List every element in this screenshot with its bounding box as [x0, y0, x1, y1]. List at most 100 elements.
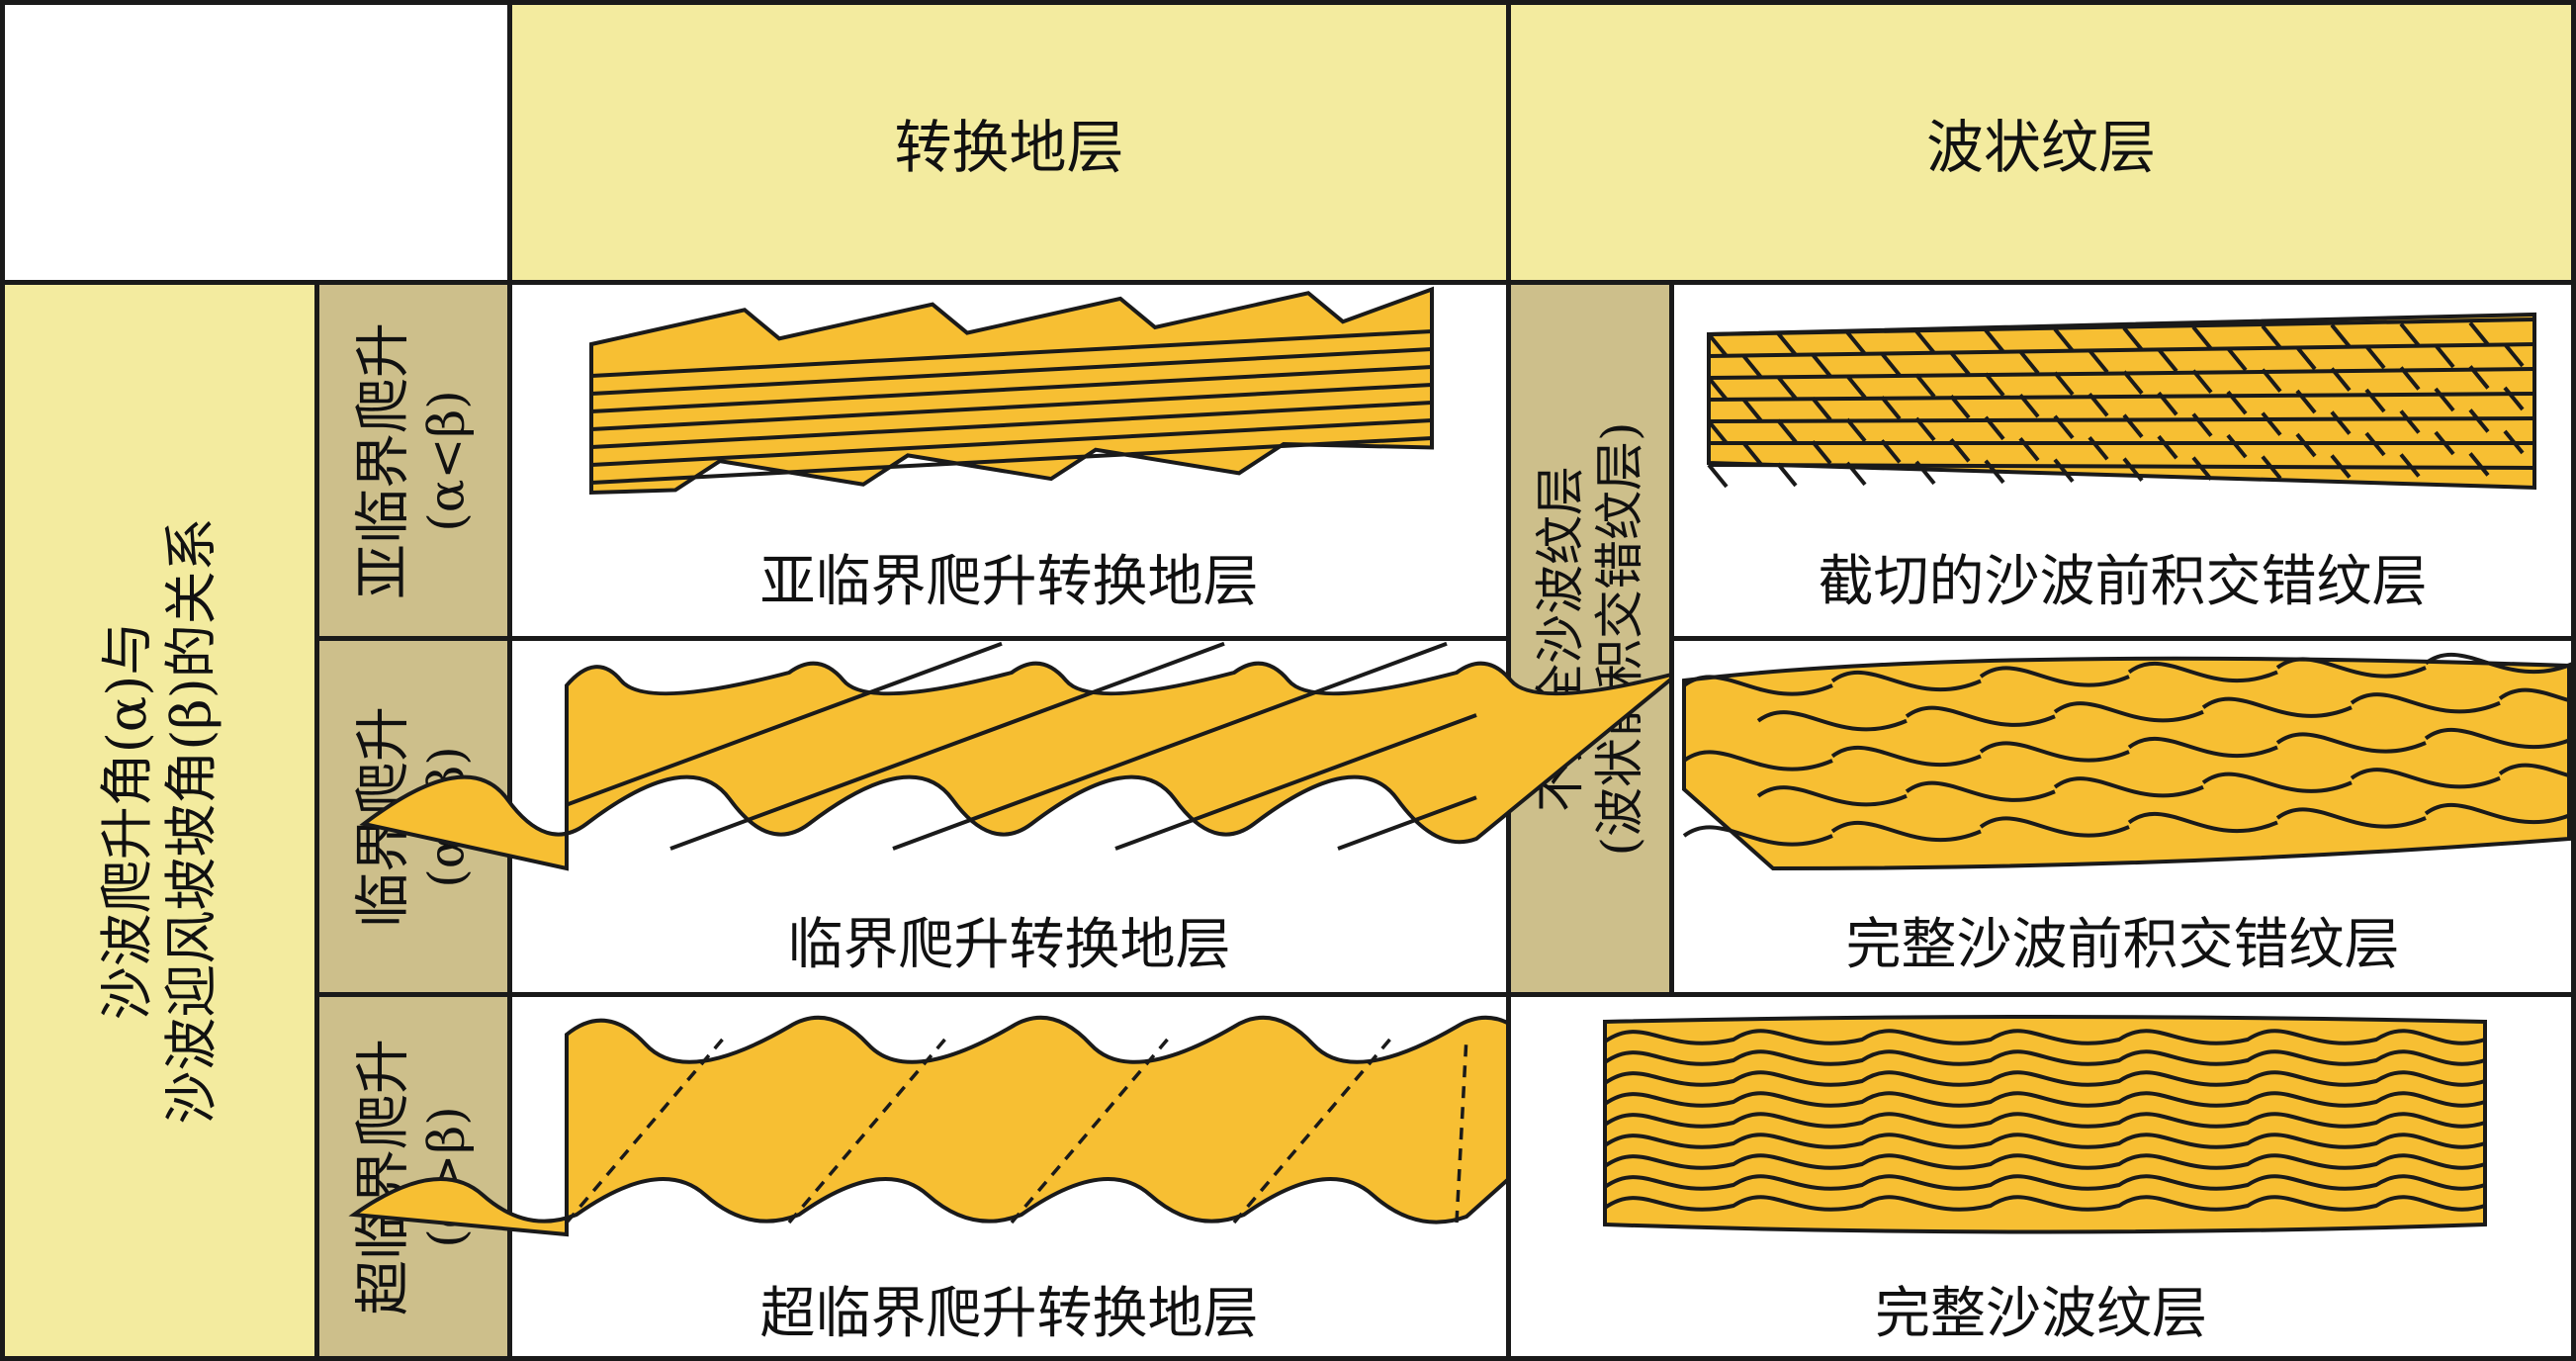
truncated-foreset	[2330, 323, 2352, 348]
truncated-foreset	[1880, 396, 1902, 420]
truncated-foreset	[1741, 441, 1763, 466]
truncated-foreset	[2364, 344, 2386, 370]
truncated-foreset	[1845, 417, 1867, 443]
cell-critical-transitional: 临界爬升转换地层	[359, 636, 1681, 997]
column-header-climbing-transitional: 转换地层	[507, 0, 1511, 285]
truncated-foreset	[1776, 375, 1798, 401]
truncated-set-boundary	[1708, 392, 2535, 402]
truncated-foreset	[1811, 397, 1832, 421]
truncated-foreset	[1880, 352, 1902, 377]
wavy-lamina	[1603, 1112, 2486, 1129]
truncated-foreset	[2364, 431, 2386, 457]
column-header-climbing-transitional-text: 转换地层	[894, 114, 1124, 181]
truncated-foreset	[1880, 439, 1902, 464]
critical-body	[359, 661, 1681, 871]
subcritical-lamina	[590, 329, 1433, 378]
wavy-lamina	[1603, 1174, 2486, 1191]
cross-lamina-set	[1756, 687, 2576, 732]
subcritical-lamina	[590, 436, 1433, 485]
truncated-foreset	[2399, 366, 2421, 391]
truncated-foreset	[2053, 371, 2075, 397]
row-label-supercritical: 超临界爬升 (α>β)	[314, 992, 512, 1361]
truncated-cross-lamination-figure	[1707, 312, 2536, 491]
caption-subcritical-transitional: 亚临界爬升转换地层	[759, 550, 1259, 614]
subcritical-lamina	[590, 383, 1433, 431]
truncated-set-boundary	[1708, 342, 2535, 358]
critical-lamina	[892, 641, 1448, 851]
truncated-foreset	[2261, 324, 2282, 349]
caption-supercritical-transitional: 超临界爬升转换地层	[759, 1282, 1259, 1346]
caption-complete-cross: 完整沙波前积交错纹层	[1845, 913, 2400, 977]
truncated-foreset	[1914, 416, 1936, 442]
truncated-foreset	[2399, 453, 2421, 478]
truncated-foreset	[2434, 343, 2455, 369]
supercritical-body	[348, 1015, 1681, 1237]
truncated-foreset	[1776, 418, 1798, 444]
truncated-foreset	[2364, 388, 2386, 413]
truncated-foreset	[2295, 389, 2317, 414]
truncated-foreset	[2018, 394, 2040, 418]
caption-complete-wavy: 完整沙波纹层	[1875, 1282, 2207, 1346]
truncated-foreset	[2295, 432, 2317, 458]
wavy-lamina	[1603, 1153, 2486, 1170]
row-group-label-line1: 沙波爬升角(α)与	[95, 621, 158, 1020]
truncated-foreset	[1914, 460, 1936, 486]
truncated-foreset	[1741, 354, 1763, 379]
truncated-foreset	[2468, 321, 2490, 346]
truncated-foreset	[1707, 332, 1729, 358]
truncated-foreset	[2330, 367, 2352, 392]
truncated-foreset	[2503, 386, 2525, 411]
wavy-subgroup-label-line2: (波状前积交错纹层)	[1591, 420, 1648, 857]
truncated-foreset	[2434, 387, 2455, 412]
subcritical-lamina	[590, 347, 1433, 396]
truncated-foreset	[2018, 437, 2040, 462]
truncated-foreset	[1984, 328, 2005, 354]
truncated-foreset	[2122, 370, 2144, 395]
truncated-foreset	[2399, 409, 2421, 434]
truncated-foreset	[2399, 322, 2421, 347]
truncated-foreset	[1707, 419, 1729, 445]
row-label-subcritical-text: 亚临界爬升 (α<β)	[350, 322, 476, 599]
truncated-foreset	[1741, 398, 1763, 422]
subcritical-lamina	[590, 365, 1433, 413]
truncated-foreset	[2122, 326, 2144, 351]
truncated-foreset	[2261, 411, 2282, 436]
truncated-foreset	[2468, 408, 2490, 433]
wavy-lamina	[1603, 1133, 2486, 1149]
truncated-foreset	[2191, 369, 2213, 394]
truncated-foreset	[1707, 376, 1729, 402]
wavy-lamina	[1603, 1091, 2486, 1108]
critical-lamina	[1114, 713, 1477, 851]
truncated-foreset	[1914, 329, 1936, 355]
truncated-foreset	[1949, 395, 1971, 419]
wavy-lamina	[1603, 1070, 2486, 1087]
truncated-foreset	[2226, 390, 2248, 415]
truncated-foreset	[2226, 346, 2248, 372]
wavy-subgroup-label-text: 不完全沙波纹层 (波状前积交错纹层)	[1531, 421, 1649, 856]
critical-lamina	[669, 641, 1225, 851]
truncated-foreset	[2261, 368, 2282, 393]
cross-lamina-set	[1682, 727, 2575, 771]
truncated-foreset	[2053, 327, 2075, 353]
truncated-foreset	[1984, 372, 2005, 398]
caption-critical-transitional: 临界爬升转换地层	[787, 913, 1231, 977]
truncated-body	[1707, 312, 2536, 491]
row-label-supercritical-text: 超临界爬升 (α>β)	[350, 1039, 476, 1316]
truncated-foreset	[1949, 438, 1971, 463]
truncated-foreset	[1707, 463, 1729, 489]
truncated-foreset	[2468, 365, 2490, 390]
row-label-supercritical-name: 超临界爬升	[351, 1038, 416, 1316]
caption-truncated-cross: 截切的沙波前积交错纹层	[1818, 550, 2428, 614]
cell-truncated-cross: 截切的沙波前积交错纹层	[1669, 280, 2576, 641]
wavy-lamina	[1603, 1029, 2486, 1045]
truncated-foreset	[2434, 430, 2455, 456]
critical-lamina	[1337, 795, 1477, 851]
wavy-subgroup-label-line1: 不完全沙波纹层	[1532, 465, 1589, 812]
truncated-foreset	[1914, 373, 1936, 399]
complete-wavy-lamination-figure	[1603, 1015, 2487, 1234]
truncated-foreset	[1776, 331, 1798, 357]
truncated-foreset	[2330, 454, 2352, 479]
supercritical-climbing-figure	[348, 1015, 1681, 1237]
truncated-foreset	[1845, 330, 1867, 356]
row-label-supercritical-condition: (α>β)	[417, 1105, 476, 1248]
